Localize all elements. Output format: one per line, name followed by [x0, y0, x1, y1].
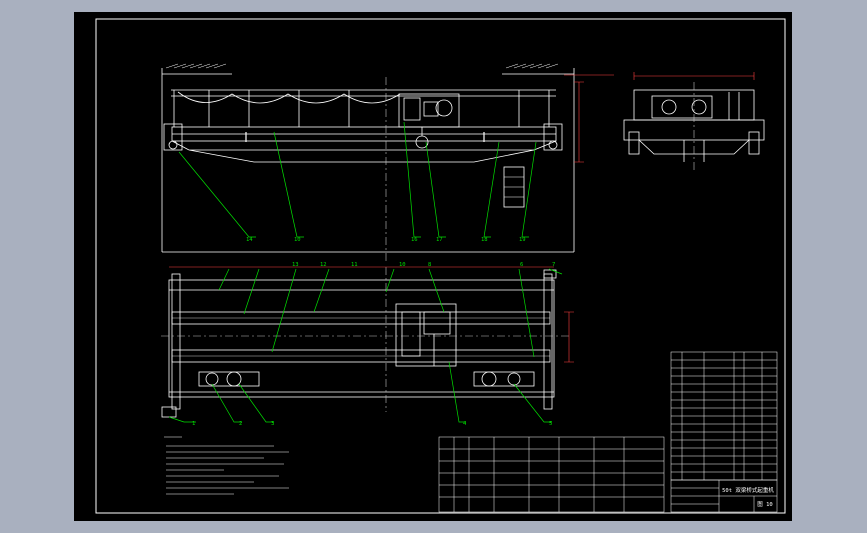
elevation-leaders [178, 121, 537, 238]
side-dimension [633, 72, 755, 80]
plan-leader-label-6: 6 [520, 262, 523, 268]
plan-view [161, 269, 557, 418]
elevation-leader-label-17: 17 [436, 237, 443, 243]
elevation-leader-label-16: 16 [411, 237, 418, 243]
plan-leader-label-2: 2 [239, 421, 242, 427]
title-block [670, 479, 778, 513]
sheet-number: 图 10 [757, 500, 772, 508]
plan-leader-label-12: 12 [320, 262, 327, 268]
elevation-leader-label-14: 14 [246, 237, 253, 243]
elevation-labels: 14 10 16 17 18 19 [246, 237, 526, 243]
plan-leaders [168, 268, 563, 423]
plan-leader-label-13: 13 [292, 262, 299, 268]
elevation-leader-label-10: 10 [294, 237, 301, 243]
technical-notes [164, 436, 289, 495]
plan-leader-label-3: 3 [271, 421, 274, 427]
plan-leader-label-11: 11 [351, 262, 358, 268]
elevation-leader-label-18: 18 [481, 237, 488, 243]
elevation-leader-label-19: 19 [519, 237, 526, 243]
spec-table [438, 436, 665, 513]
plan-leader-label-5: 5 [549, 421, 552, 427]
border-frame [95, 18, 786, 514]
drawing-name: 50t 双梁桥式起重机 [722, 486, 774, 494]
elevation-dimension [564, 74, 614, 163]
plan-leader-label-1: 1 [192, 421, 195, 427]
plan-dimension [169, 266, 574, 363]
plan-leader-label-10: 10 [399, 262, 406, 268]
plan-leader-label-8: 8 [428, 262, 431, 268]
bom-table [670, 351, 778, 481]
plan-leader-label-4: 4 [463, 421, 467, 427]
elevation-view [161, 63, 575, 253]
plan-leader-label-7: 7 [552, 262, 555, 268]
